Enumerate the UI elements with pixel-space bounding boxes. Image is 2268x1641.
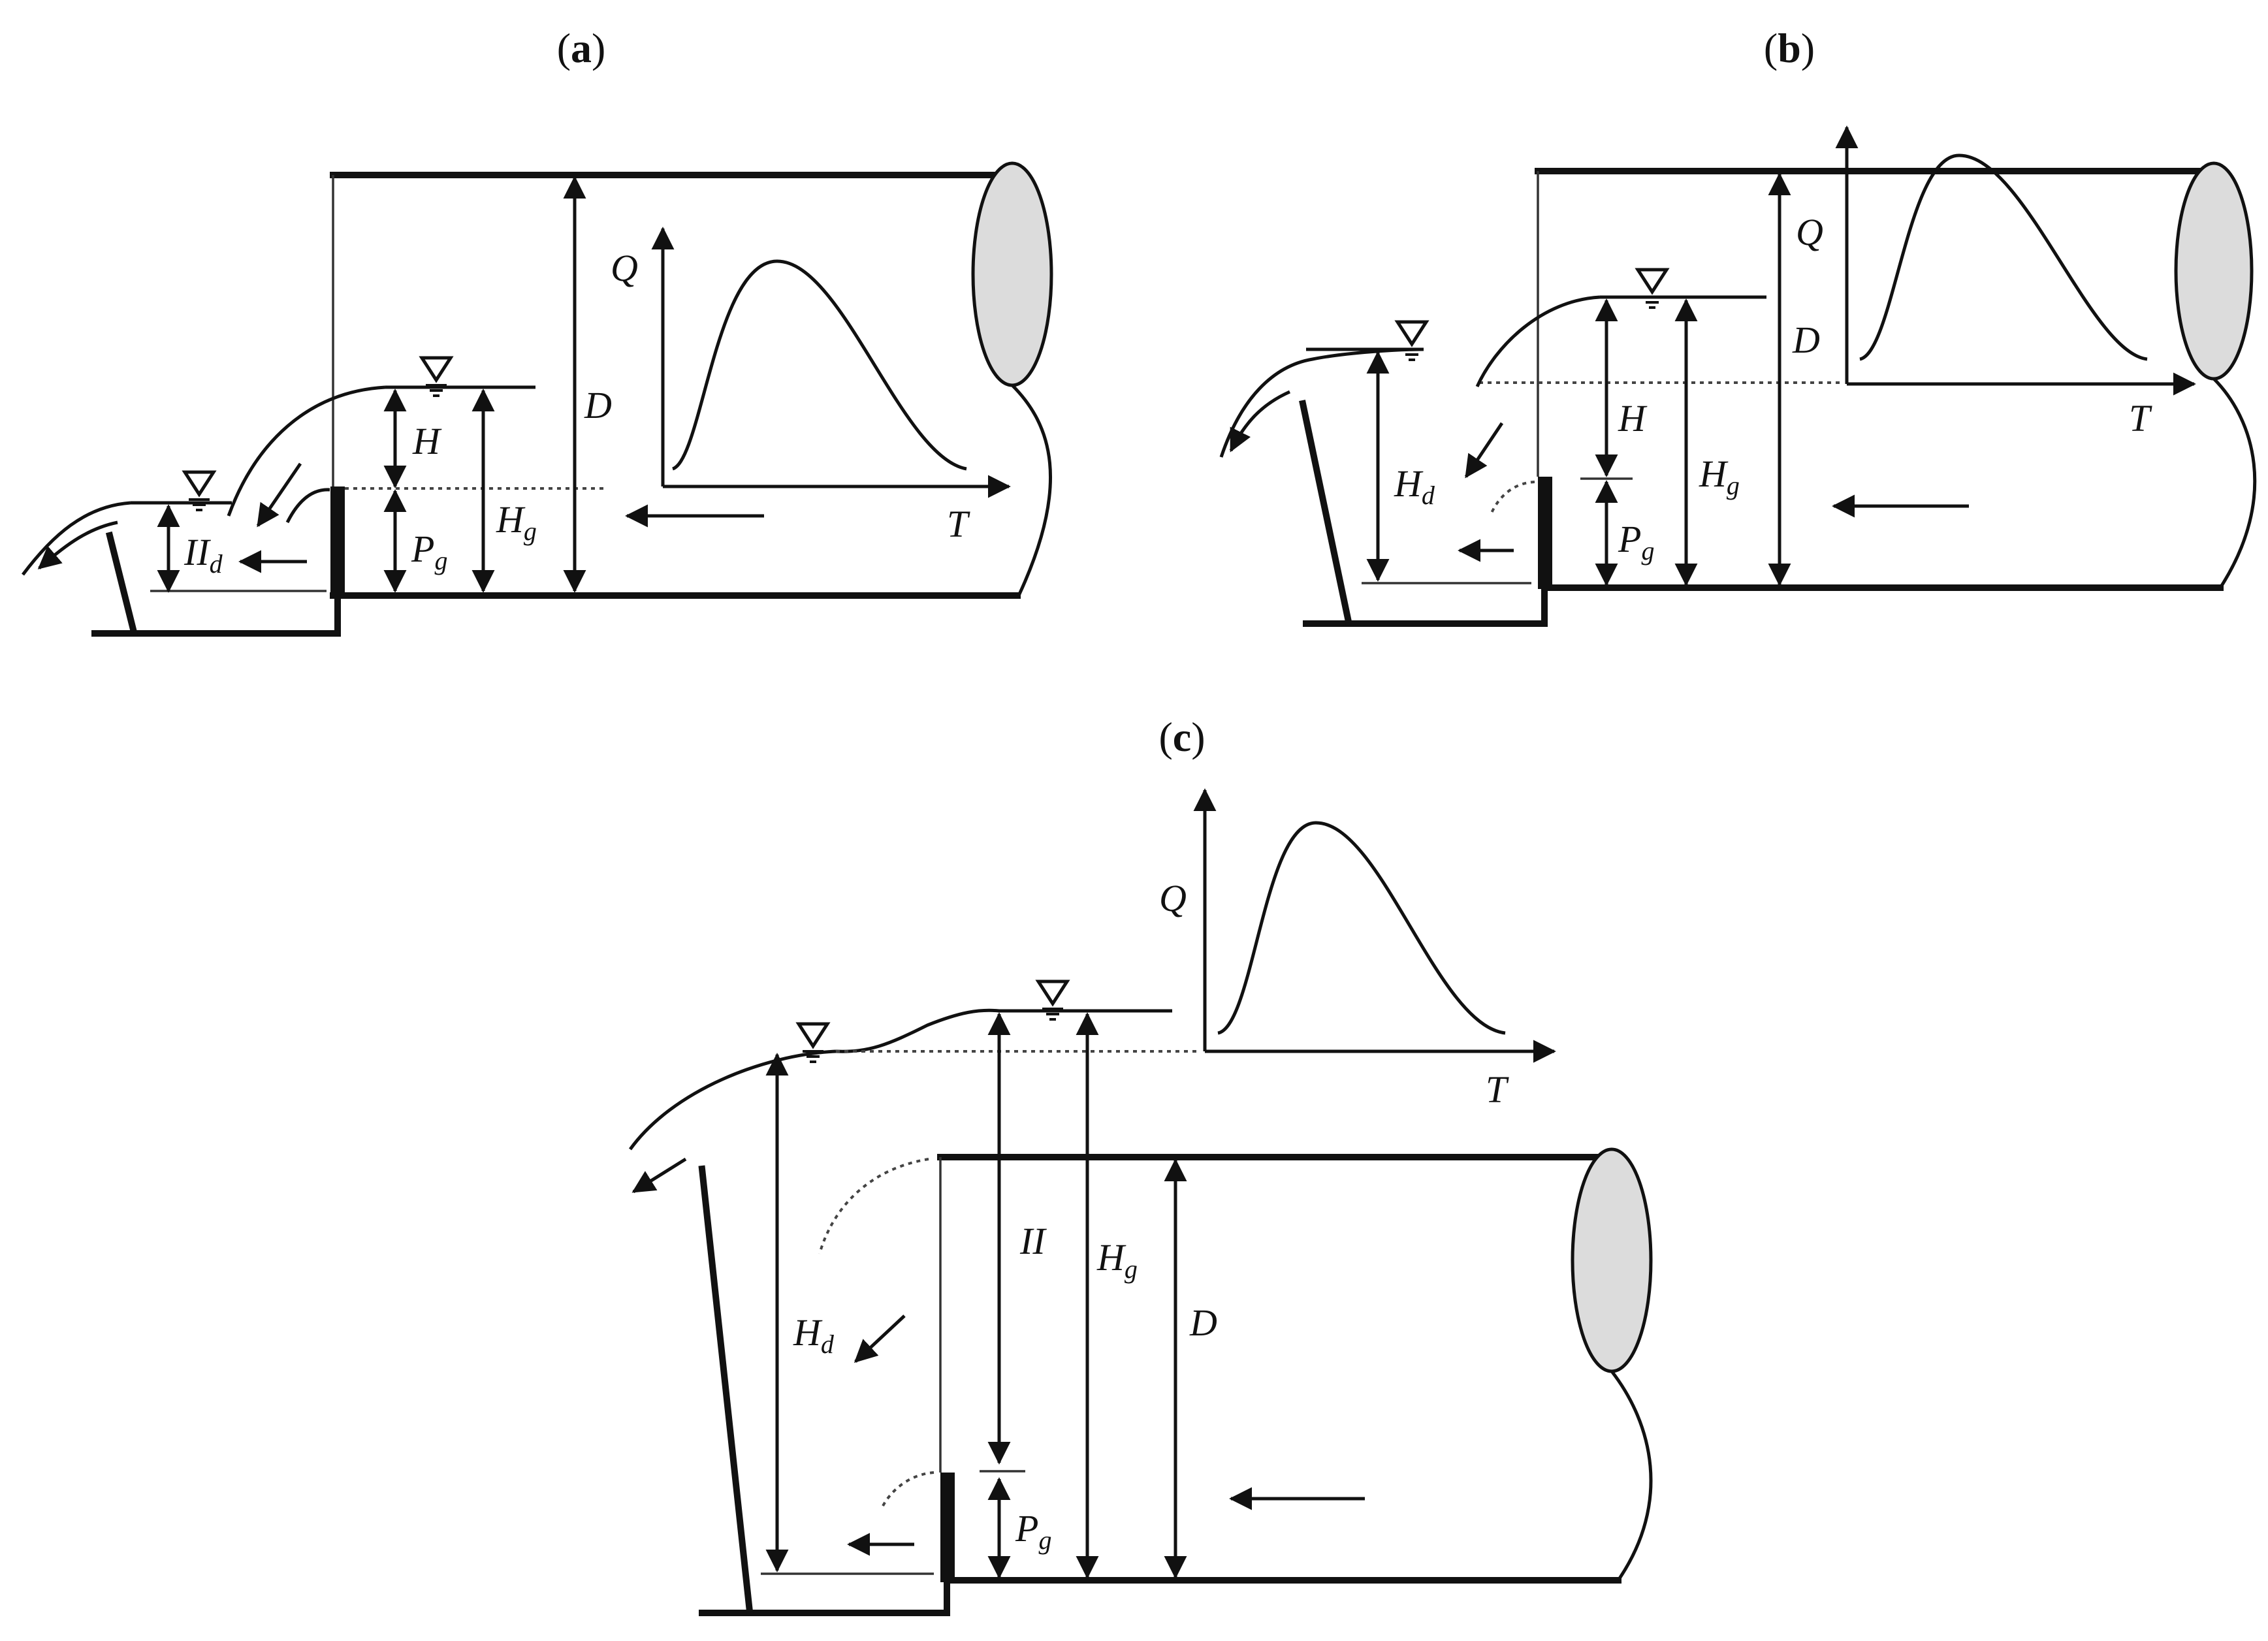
downstream-channel <box>1303 584 1548 627</box>
label-Pg: Pg <box>411 528 447 575</box>
gate-wall <box>940 1473 955 1582</box>
hydrograph-label-T: T <box>1486 1068 1509 1111</box>
label-Hd: Hd <box>1394 462 1435 510</box>
downstream-channel <box>91 592 341 637</box>
pipe-end-section <box>1571 1147 1653 1373</box>
pipe-end-break <box>1610 1370 1653 1582</box>
label-H: II <box>1019 1220 1047 1262</box>
outfall-jet-inner <box>1229 390 1291 453</box>
pipe-end-section <box>2174 161 2254 381</box>
flow-arrow-nappe <box>854 1314 906 1363</box>
upstream-water-surface <box>835 1008 1172 1053</box>
flow-arrow-nappe <box>1464 422 1504 479</box>
panel-c: (c) Hd II Hg D Pg Q <box>628 714 1653 1616</box>
water-level-triangle-icon <box>1398 322 1426 360</box>
nappe-upper-curve <box>227 385 386 517</box>
hydrograph-label-T: T <box>947 503 970 545</box>
gate-wall <box>1538 477 1552 589</box>
label-Pg: Pg <box>1618 518 1654 566</box>
nappe-lower-curve <box>285 488 330 524</box>
label-H: H <box>1618 397 1648 439</box>
outfall-jet-inner <box>37 520 118 569</box>
downstream-lip <box>1299 400 1352 626</box>
hydrograph-curve <box>1217 821 1506 1035</box>
flow-arrow-nappe <box>256 462 302 528</box>
label-H: H <box>412 420 442 462</box>
label-Hg: Hg <box>1096 1236 1138 1284</box>
hydrograph-label-T: T <box>2129 397 2152 439</box>
nappe-lower-curve <box>1489 481 1535 517</box>
panel-c-title: (c) <box>1158 714 1205 760</box>
panel-a-title: (a) <box>557 25 606 71</box>
downstream-lip <box>698 1165 754 1616</box>
pipe-end-break <box>1011 384 1052 597</box>
label-D: D <box>1189 1301 1217 1344</box>
hydrograph-curve <box>671 259 967 471</box>
label-Hd: IId <box>184 531 223 579</box>
outfall-jet <box>22 501 131 576</box>
outfall-jet <box>1219 347 1424 458</box>
hydrograph-curve <box>1859 153 2148 361</box>
label-Hg: Hg <box>1699 453 1740 500</box>
nappe-upper-curve <box>818 1158 929 1254</box>
hydrograph-label-Q: Q <box>611 247 638 289</box>
panel-a: (a) D H Pg <box>22 25 1053 637</box>
gate-wall <box>330 486 345 597</box>
water-level-triangle-icon <box>1638 270 1667 308</box>
panel-b-title: (b) <box>1764 25 1815 71</box>
pipe-end-section <box>971 161 1053 387</box>
label-Pg: Pg <box>1015 1507 1051 1555</box>
downstream-lip <box>105 531 138 637</box>
hydrograph-label-Q: Q <box>1796 211 1823 253</box>
hydrograph-label-Q: Q <box>1159 877 1187 919</box>
label-D: D <box>1792 319 1820 361</box>
flow-arrow-jet <box>631 1157 687 1194</box>
pipe-end-break <box>2212 377 2257 589</box>
outfall-jet <box>628 1049 837 1151</box>
panel-b: (b) D H Pg Hg Hd <box>1219 25 2257 627</box>
label-Hg: Hg <box>496 498 537 546</box>
nappe-upper-curve <box>1475 295 1601 388</box>
label-D: D <box>584 384 612 426</box>
water-level-triangle-icon <box>1038 981 1067 1019</box>
label-Hd: Hd <box>793 1311 835 1359</box>
nappe-lower-curve <box>880 1471 934 1509</box>
downstream-channel <box>699 1577 950 1616</box>
water-level-triangle-icon <box>422 358 451 396</box>
